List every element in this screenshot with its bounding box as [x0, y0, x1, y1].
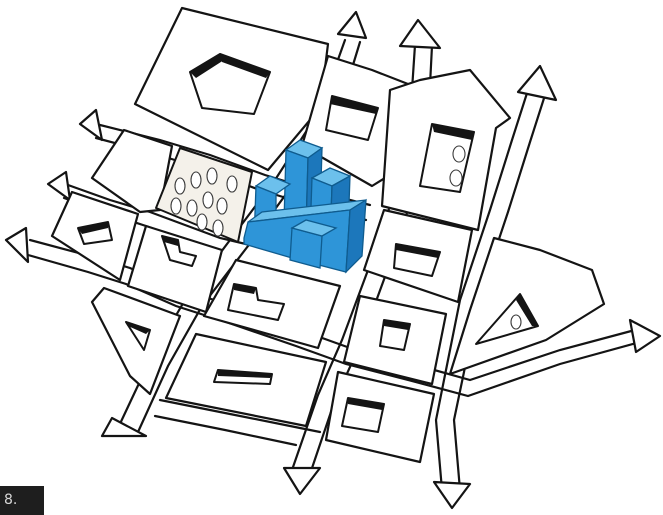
figure-label: 8.: [0, 486, 44, 515]
tree-icon: [171, 198, 181, 214]
arrow-icon: [400, 20, 440, 48]
tree-icon: [217, 198, 227, 214]
tree-icon: [213, 220, 223, 236]
tree-icon: [203, 192, 213, 208]
arrow-icon: [80, 110, 102, 140]
tree-icon: [450, 170, 462, 186]
tree-icon: [187, 200, 197, 216]
arrow-icon: [434, 482, 470, 508]
tree-icon: [191, 172, 201, 188]
tree-icon: [453, 146, 465, 162]
arrow-icon: [518, 66, 556, 100]
tree-icon: [207, 168, 217, 184]
tree-icon: [197, 214, 207, 230]
tree-icon: [175, 178, 185, 194]
arrow-icon: [338, 12, 366, 38]
tree-icon: [511, 315, 521, 329]
block: [92, 288, 180, 394]
arrow-icon: [48, 172, 70, 200]
arrow-icon: [284, 468, 320, 494]
arrow-icon: [630, 320, 660, 352]
arrow-icon: [6, 228, 28, 262]
tree-icon: [227, 176, 237, 192]
